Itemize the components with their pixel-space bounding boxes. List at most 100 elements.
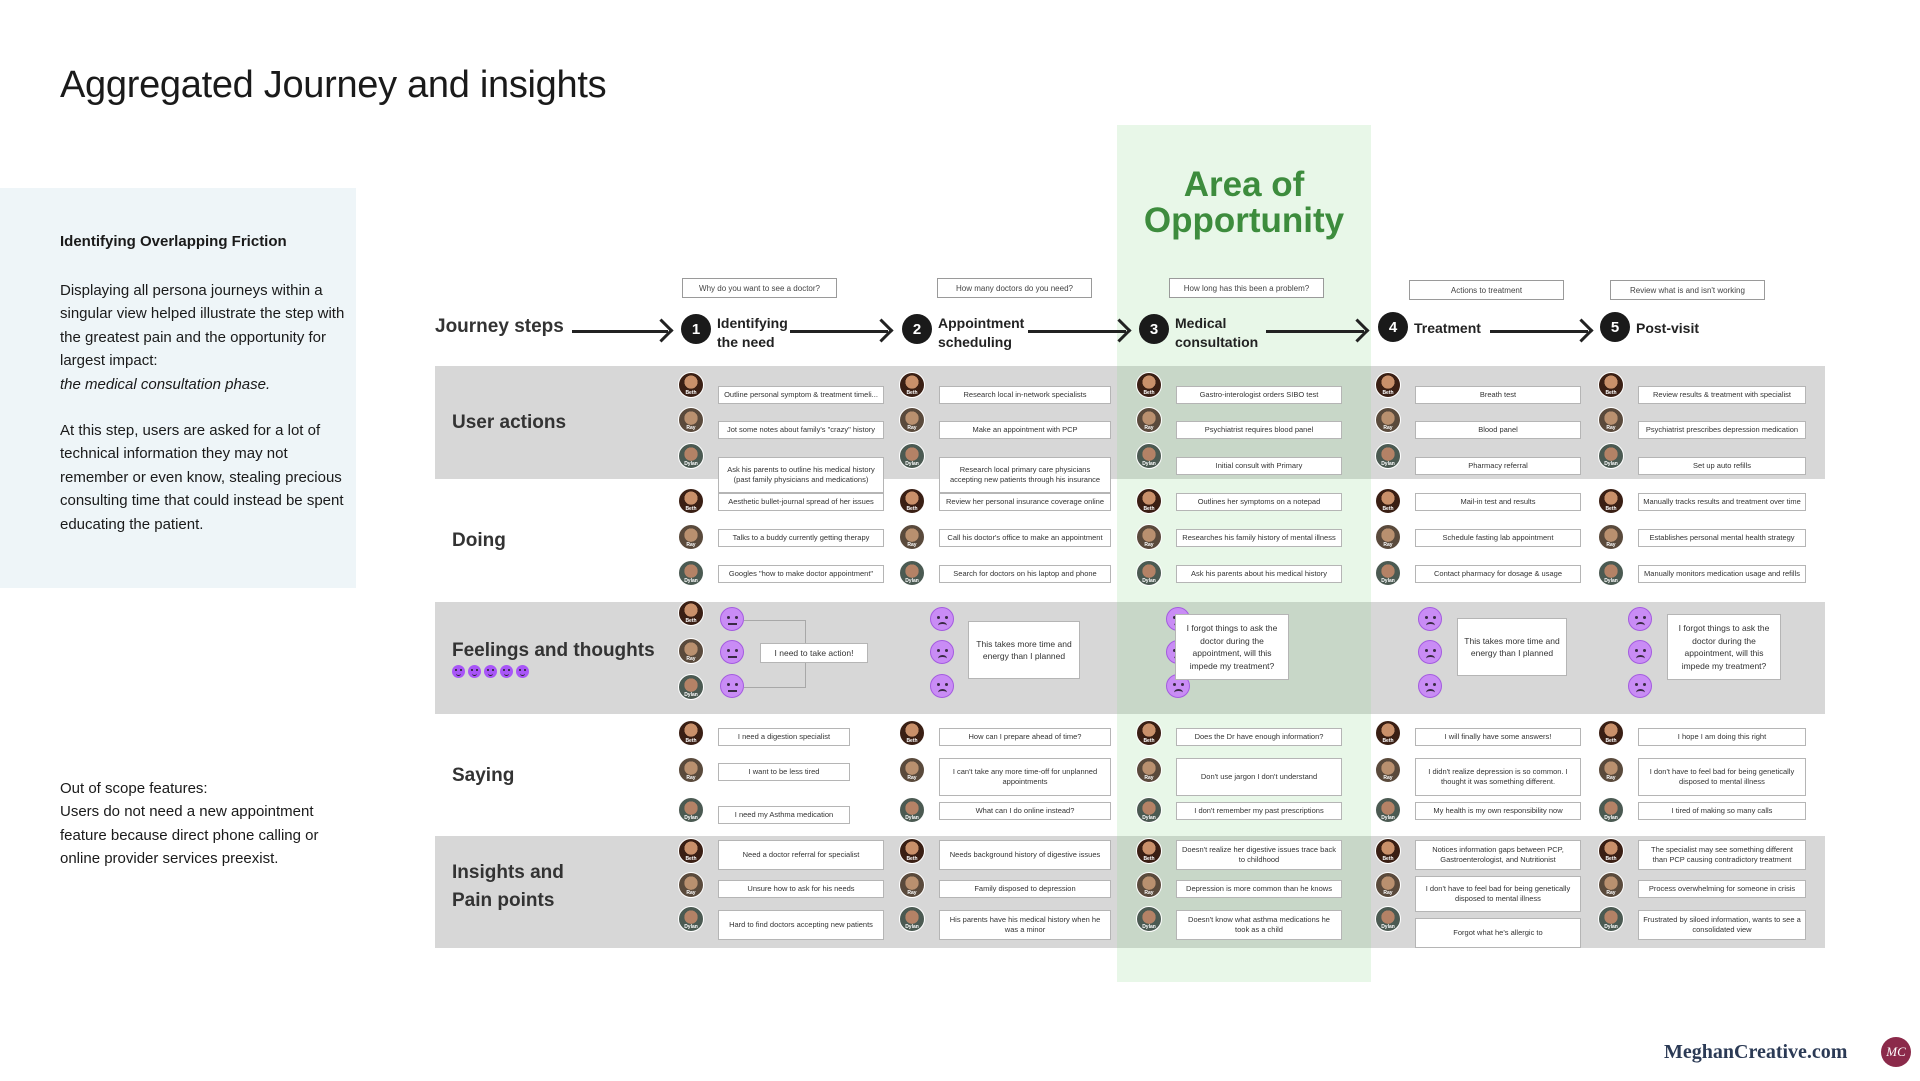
persona-avatar: Dylan (899, 560, 925, 586)
persona-name: Dylan (1137, 815, 1161, 821)
persona-avatar: Ray (1136, 524, 1162, 550)
persona-name: Beth (679, 856, 703, 862)
persona-name: Beth (1599, 506, 1623, 512)
persona-avatar: Beth (678, 838, 704, 864)
card-user-actions: Ask his parents to outline his medical h… (718, 457, 884, 493)
card-insights: Needs background history of digestive is… (939, 840, 1111, 870)
persona-name: Dylan (1599, 924, 1623, 930)
thought-card: I forgot things to ask the doctor during… (1667, 614, 1781, 680)
persona-avatar: Beth (1136, 372, 1162, 398)
persona-avatar: Dylan (678, 443, 704, 469)
persona-avatar: Beth (1598, 488, 1624, 514)
card-saying: I can't take any more time-off for unpla… (939, 758, 1111, 796)
card-saying: I don't remember my past prescriptions (1176, 802, 1342, 820)
card-insights: Forgot what he's allergic to (1415, 918, 1581, 948)
sad-face-icon (720, 640, 744, 664)
step-number: 2 (902, 314, 932, 344)
persona-avatar: Dylan (1598, 797, 1624, 823)
persona-name: Beth (1376, 856, 1400, 862)
persona-avatar: Beth (1136, 488, 1162, 514)
card-user-actions: Review results & treatment with speciali… (1638, 386, 1806, 404)
card-saying: I don't have to feel bad for being genet… (1638, 758, 1806, 796)
card-doing: Call his doctor's office to make an appo… (939, 529, 1111, 547)
persona-name: Beth (1137, 738, 1161, 744)
step-number: 5 (1600, 312, 1630, 342)
journey-steps-label: Journey steps (435, 316, 564, 338)
card-doing: Mail-in test and results (1415, 493, 1581, 511)
card-saying: I need my Asthma medication (718, 806, 850, 824)
persona-avatar: Dylan (1136, 797, 1162, 823)
persona-avatar: Dylan (1598, 906, 1624, 932)
persona-avatar: Dylan (1136, 443, 1162, 469)
persona-avatar: Beth (899, 488, 925, 514)
persona-avatar: Beth (899, 838, 925, 864)
sad-face-icon (1628, 674, 1652, 698)
persona-avatar: Ray (678, 757, 704, 783)
persona-avatar: Ray (1598, 524, 1624, 550)
persona-avatar: Dylan (899, 443, 925, 469)
card-doing: Manually monitors medication usage and r… (1638, 565, 1806, 583)
persona-name: Beth (679, 390, 703, 396)
card-saying: My health is my own responsibility now (1415, 802, 1581, 820)
card-doing: Search for doctors on his laptop and pho… (939, 565, 1111, 583)
persona-name: Ray (679, 775, 703, 781)
sad-face-icon (1418, 674, 1442, 698)
persona-name: Ray (1599, 775, 1623, 781)
persona-name: Ray (679, 656, 703, 662)
persona-name: Dylan (1137, 924, 1161, 930)
card-insights: Depression is more common than he knows (1176, 880, 1342, 898)
brand-text: MeghanCreative.com (1664, 1041, 1847, 1064)
step-question: How long has this been a problem? (1169, 278, 1324, 298)
persona-avatar: Ray (678, 872, 704, 898)
card-user-actions: Breath test (1415, 386, 1581, 404)
emoji-scale-icon (516, 665, 529, 678)
persona-avatar: Dylan (678, 797, 704, 823)
card-saying: I hope I am doing this right (1638, 728, 1806, 746)
thought-card: I need to take action! (760, 643, 868, 663)
card-user-actions: Psychiatrist requires blood panel (1176, 421, 1342, 439)
persona-avatar: Beth (1136, 838, 1162, 864)
persona-name: Dylan (679, 924, 703, 930)
persona-avatar: Ray (1375, 872, 1401, 898)
emoji-scale-icon (468, 665, 481, 678)
persona-name: Beth (900, 738, 924, 744)
card-saying: I need a digestion specialist (718, 728, 850, 746)
persona-name: Beth (1137, 506, 1161, 512)
step-number: 1 (681, 314, 711, 344)
persona-name: Beth (900, 856, 924, 862)
persona-name: Dylan (1376, 924, 1400, 930)
sad-face-icon (930, 674, 954, 698)
sad-face-icon (930, 607, 954, 631)
persona-name: Ray (900, 542, 924, 548)
card-doing: Talks to a buddy currently getting thera… (718, 529, 884, 547)
card-doing: Review her personal insurance coverage o… (939, 493, 1111, 511)
card-doing: Contact pharmacy for dosage & usage (1415, 565, 1581, 583)
row-label-saying: Saying (452, 762, 514, 790)
side-paragraph-1-text: Displaying all persona journeys within a… (60, 282, 344, 369)
card-insights: Unsure how to ask for his needs (718, 880, 884, 898)
persona-name: Dylan (1137, 578, 1161, 584)
persona-name: Ray (1376, 542, 1400, 548)
arrow-icon (572, 330, 668, 333)
persona-name: Ray (1137, 425, 1161, 431)
side-paragraph-2: At this step, users are asked for a lot … (60, 419, 350, 536)
persona-name: Dylan (900, 578, 924, 584)
card-user-actions: Jot some notes about family's "crazy" hi… (718, 421, 884, 439)
card-insights: Process overwhelming for someone in cris… (1638, 880, 1806, 898)
step-question: Why do you want to see a doctor? (682, 278, 837, 298)
card-user-actions: Research local primary care physicians a… (939, 457, 1111, 493)
persona-name: Beth (900, 390, 924, 396)
persona-name: Dylan (679, 461, 703, 467)
persona-name: Dylan (1599, 815, 1623, 821)
persona-name: Beth (1137, 856, 1161, 862)
persona-avatar: Ray (1136, 872, 1162, 898)
persona-avatar: Beth (1375, 720, 1401, 746)
sad-face-icon (720, 607, 744, 631)
persona-avatar: Beth (1375, 488, 1401, 514)
card-user-actions: Make an appointment with PCP (939, 421, 1111, 439)
step-name: Medical consultation (1175, 314, 1265, 352)
persona-avatar: Ray (1598, 407, 1624, 433)
persona-avatar: Beth (1598, 720, 1624, 746)
persona-name: Ray (679, 542, 703, 548)
emoji-scale-icon (484, 665, 497, 678)
